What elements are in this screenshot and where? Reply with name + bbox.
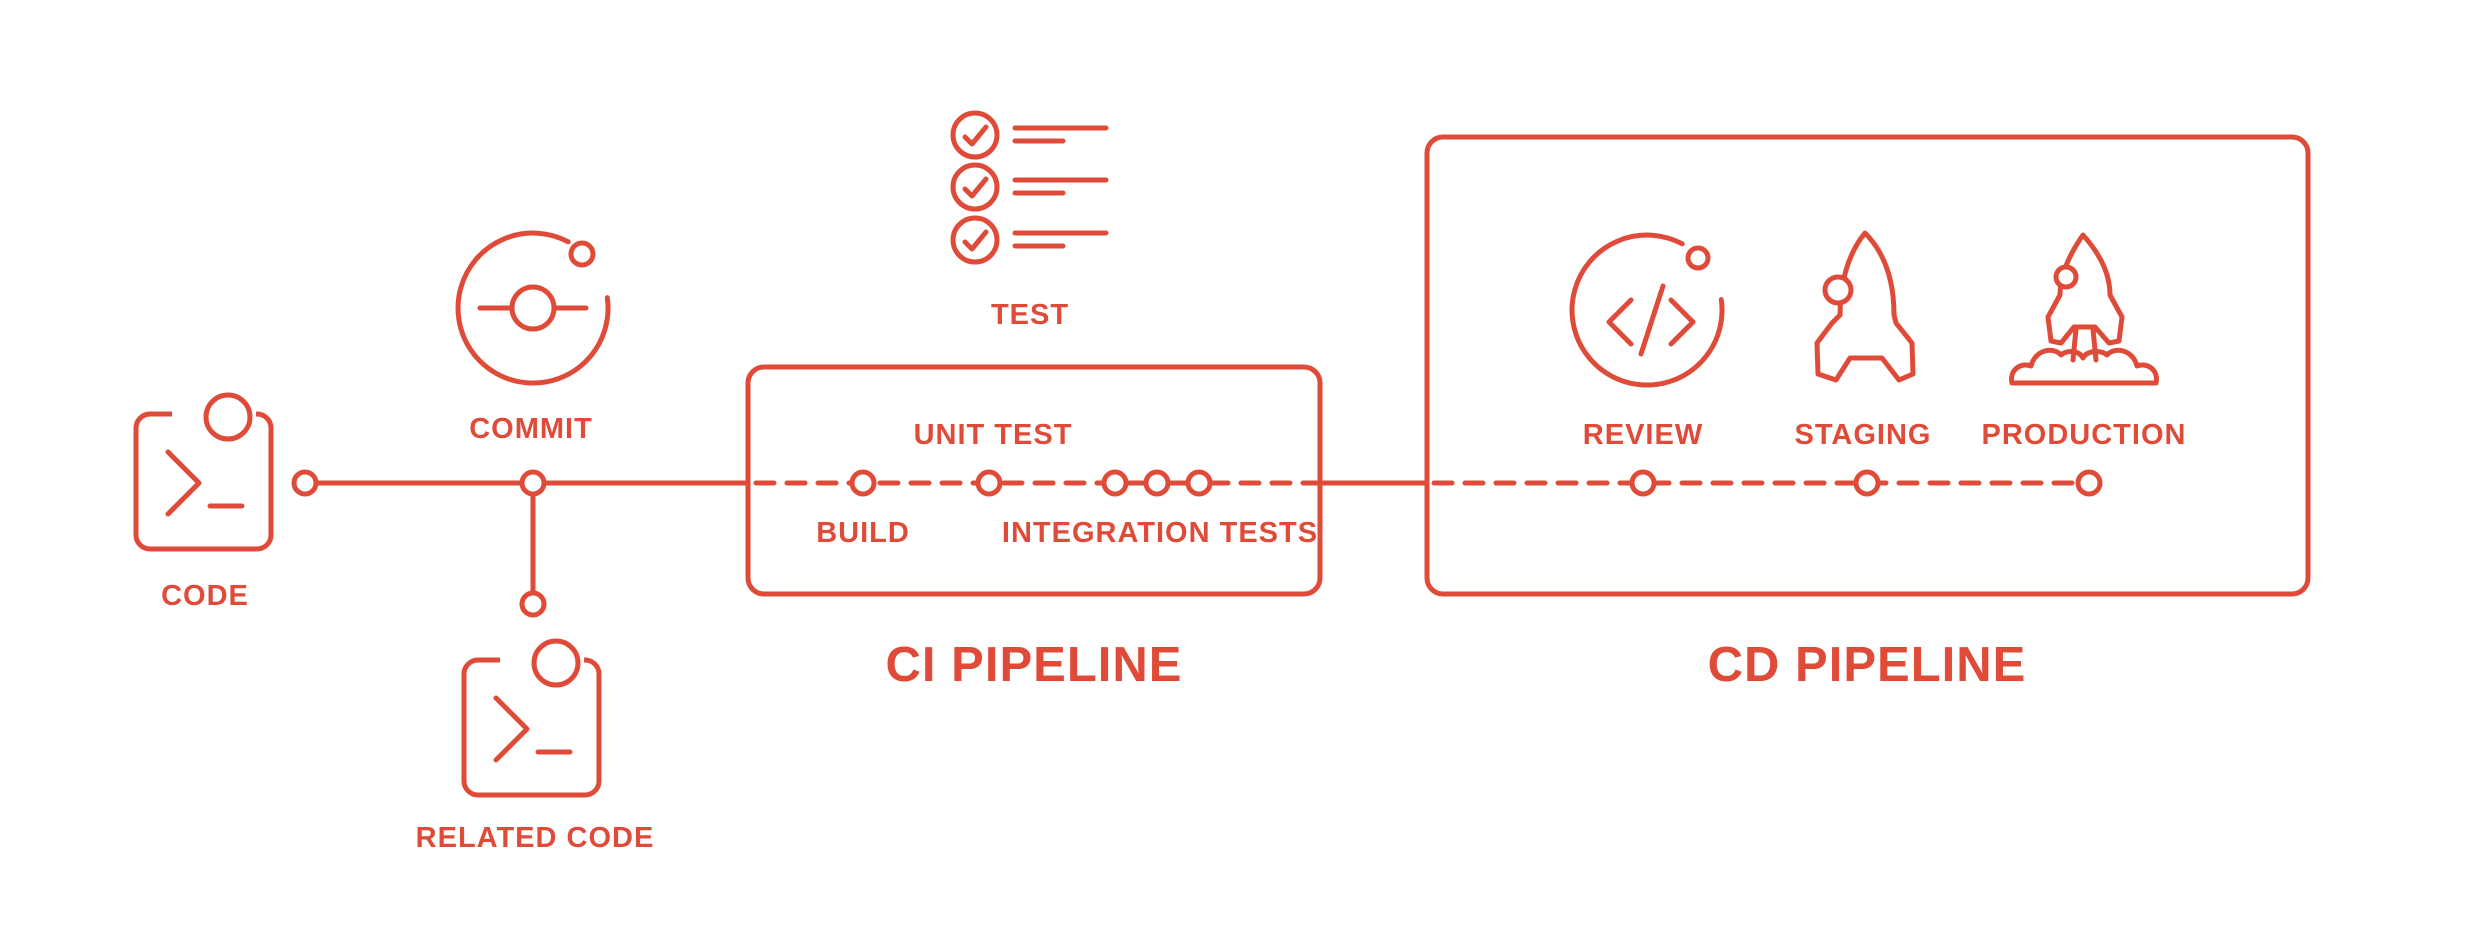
cd-pipeline-box (1424, 134, 2311, 597)
review-label: REVIEW (1583, 419, 1703, 451)
pipeline-nodes (291, 469, 2103, 618)
rocket-window (2053, 264, 2079, 290)
node-build (849, 469, 877, 497)
check-circle-icon (950, 162, 1000, 212)
integration-tests-label: INTEGRATION TESTS (1002, 517, 1318, 549)
build-label: BUILD (816, 517, 910, 549)
node-integration-test-1 (1101, 469, 1129, 497)
checklist-row (950, 162, 1109, 212)
exhaust-left (2070, 326, 2079, 363)
orbit-arc (455, 230, 611, 386)
check-circle-icon (950, 110, 1000, 160)
production-label: PRODUCTION (1982, 419, 2187, 451)
related-code-icon (461, 638, 602, 798)
pin-circle (203, 392, 253, 442)
rocket-body (1814, 230, 1916, 383)
exhaust-right (2090, 326, 2099, 363)
smoke-cloud (2009, 347, 2159, 386)
node-commit (519, 469, 547, 497)
rocket-window (1822, 274, 1854, 306)
node-unit-test (975, 469, 1003, 497)
code-icon (133, 392, 274, 552)
staging-rocket-icon (1814, 230, 1916, 383)
line-art-root (133, 110, 2311, 798)
rocket-body (2045, 232, 2125, 346)
orbit-satellite (1685, 245, 1711, 271)
production-launch-icon (2009, 232, 2159, 386)
check-mark (962, 229, 989, 252)
check-mark (962, 176, 989, 199)
prompt-chevron (493, 695, 530, 763)
check-circle-icon (950, 215, 1000, 265)
node-integration-test-3 (1185, 469, 1213, 497)
orbit-arc (1569, 232, 1725, 388)
checklist-row (950, 110, 1109, 160)
related-code-label: RELATED CODE (416, 822, 655, 854)
checklist-row (950, 215, 1109, 265)
pin-circle (531, 638, 581, 688)
diagram-labels: CODE COMMIT RELATED CODE TEST UNIT TEST … (161, 299, 2187, 854)
unit-test-label: UNIT TEST (914, 419, 1073, 451)
cd-pipeline-title: CD PIPELINE (1708, 638, 2027, 692)
node-integration-test-2 (1143, 469, 1171, 497)
node-review (1629, 469, 1657, 497)
review-icon (1569, 232, 1725, 388)
commit-node-circle (509, 284, 557, 332)
code-label: CODE (161, 580, 249, 612)
node-related-code (519, 590, 547, 618)
node-staging (1853, 469, 1881, 497)
commit-label: COMMIT (469, 413, 593, 445)
code-bracket-right (1668, 297, 1696, 347)
code-slash (1638, 283, 1666, 357)
ci-pipeline-box (745, 364, 1323, 597)
prompt-chevron (165, 449, 202, 517)
ci-pipeline-title: CI PIPELINE (886, 638, 1183, 692)
node-start (291, 469, 319, 497)
orbit-satellite (568, 240, 596, 268)
staging-label: STAGING (1795, 419, 1932, 451)
test-label: TEST (991, 299, 1069, 331)
commit-icon (455, 230, 611, 386)
node-production (2075, 469, 2103, 497)
test-checklist-icon (950, 110, 1109, 265)
code-bracket-left (1606, 297, 1634, 347)
check-mark (962, 124, 989, 147)
